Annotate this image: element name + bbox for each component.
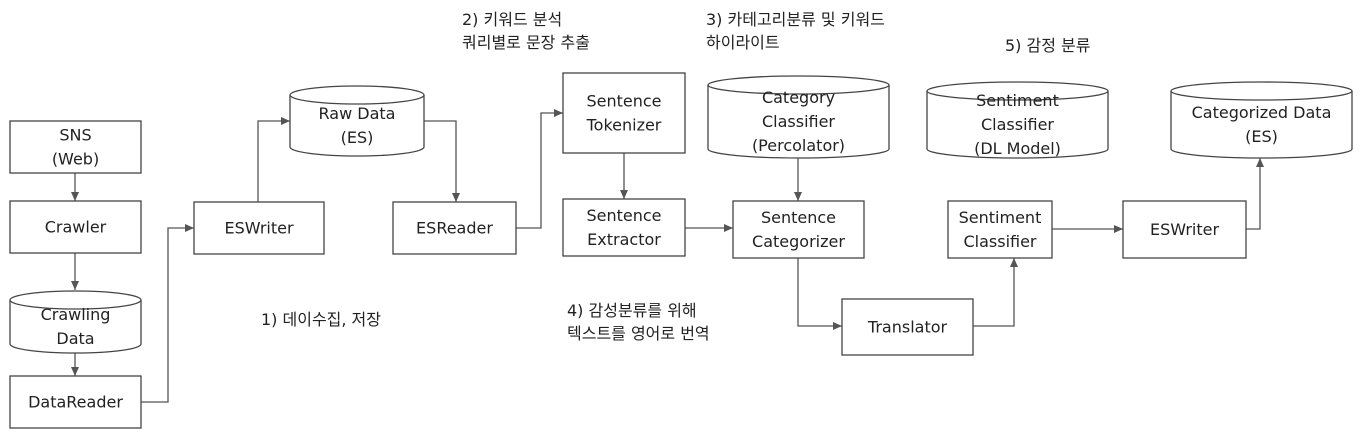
node-label: ESWriter: [1150, 220, 1220, 239]
cylinder-top: [289, 85, 425, 105]
node-es-writer-1: ESWriter: [193, 201, 325, 255]
node-es-reader: ESReader: [392, 201, 517, 255]
note-line: 텍스트를 영어로 번역: [567, 324, 710, 343]
node-label: (Web): [52, 150, 99, 169]
edge-translator-to-sentiment-classifier: [973, 258, 1018, 327]
note-line: 5) 감정 분류: [1005, 36, 1090, 55]
node-crawler: Crawler: [9, 200, 142, 254]
node-label: Categorized Data: [1192, 103, 1332, 122]
node-label: DataReader: [28, 393, 123, 412]
box: [392, 201, 517, 255]
node-label: (DL Model): [974, 139, 1061, 158]
node-label: ESWriter: [224, 219, 294, 238]
edge-es-reader-to-sentence-tokenizer: [516, 109, 563, 229]
box: [841, 298, 974, 356]
node-label: (ES): [1245, 127, 1278, 146]
box: [9, 120, 142, 174]
box: [562, 72, 686, 154]
node-label: Crawling: [41, 305, 111, 324]
note-line: 하이라이트: [706, 33, 780, 52]
node-label: (ES): [341, 128, 374, 147]
node-es-writer-2: ESWriter: [1122, 200, 1247, 259]
edge-data-reader-to-es-writer-1: [141, 224, 194, 403]
note-line: 1) 데이수집, 저장: [261, 310, 381, 329]
node-label: Extractor: [587, 230, 661, 249]
edge-sentence-categorizer-to-translator: [797, 258, 842, 330]
box: [562, 198, 686, 257]
node-label: Category: [762, 88, 835, 107]
node-label: Crawler: [45, 218, 107, 237]
cylinder-body: [9, 300, 142, 354]
node-data-reader: DataReader: [9, 375, 142, 429]
box: [9, 375, 142, 429]
node-label: ESReader: [416, 219, 493, 238]
note-step1: 1) 데이수집, 저장: [261, 310, 381, 329]
node-label: Translator: [867, 318, 948, 337]
node-label: Sentiment: [976, 91, 1059, 110]
node-label: Tokenizer: [586, 116, 662, 135]
note-line: 4) 감성분류를 위해: [567, 301, 697, 320]
edge-es-writer-1-to-raw-data: [257, 117, 290, 202]
cylinder-top: [707, 75, 890, 95]
node-label: Data: [56, 329, 94, 348]
cylinder-top: [1170, 81, 1353, 101]
node-label: Classifier: [963, 232, 1036, 251]
note-line: 3) 카테고리분류 및 키워드: [706, 10, 885, 29]
cylinder-top: [926, 81, 1109, 101]
cylinder-top: [9, 290, 142, 310]
cylinder-body: [289, 95, 425, 157]
box: [193, 201, 325, 255]
box: [947, 200, 1053, 259]
node-label: SNS: [59, 126, 91, 145]
node-label: Sentence: [586, 206, 661, 225]
node-label: Sentiment: [959, 208, 1042, 227]
edge-layer: [71, 109, 1264, 403]
node-translator: Translator: [841, 298, 974, 356]
node-label: Categorizer: [752, 232, 845, 251]
node-sns: SNS (Web): [9, 120, 142, 174]
node-label: Classifier: [762, 112, 835, 131]
cylinder-body: [1170, 91, 1353, 159]
node-label: Classifier: [981, 115, 1054, 134]
node-label: (Percolator): [752, 136, 845, 155]
box: [1122, 200, 1247, 259]
cylinder-body: [926, 91, 1109, 159]
note-step5: 5) 감정 분류: [1005, 36, 1090, 55]
node-label: Sentence: [586, 92, 661, 111]
box: [9, 200, 142, 254]
note-line: 2) 키워드 분석: [462, 10, 562, 29]
box: [732, 200, 865, 259]
edge-raw-data-to-es-reader: [424, 120, 460, 202]
node-label: Sentence: [761, 208, 836, 227]
cylinder-body: [707, 85, 890, 159]
node-raw-data: Raw Data (ES): [289, 85, 425, 157]
edge-es-writer-2-to-categorized-data: [1246, 158, 1264, 230]
node-label: Raw Data: [319, 104, 396, 123]
note-line: 쿼리별로 문장 추출: [462, 33, 590, 52]
node-categorized-data: Categorized Data (ES): [1170, 81, 1353, 159]
